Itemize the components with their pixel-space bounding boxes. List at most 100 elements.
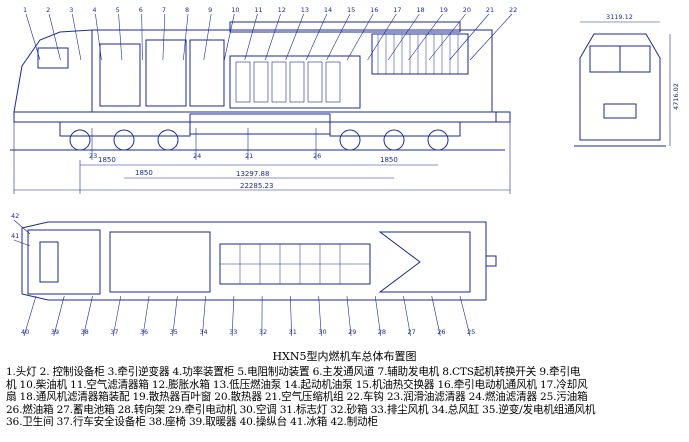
callout-leader [13,239,31,247]
callout-leader [290,295,292,337]
dim-bogie-left: 1850 [98,156,116,164]
callout-number: 13 [301,6,309,14]
callout-leader [203,13,212,61]
callout-number: 8 [185,6,189,14]
callout-leader [469,13,513,61]
callout-number: 38 [80,328,88,336]
callout-number: 28 [378,328,386,336]
plan-console [39,241,59,283]
callout-leader [53,295,65,337]
callout-number: 29 [348,328,356,336]
cab-window [37,47,69,69]
callout-number: 37 [110,328,118,336]
callout-leader [403,295,411,337]
callout-leader [183,13,189,61]
callout-number: 40 [21,328,29,336]
callout-number: 2 [46,6,50,14]
callout-number: 18 [416,6,424,14]
end-view-outline [579,33,661,141]
callout-leader [231,295,235,337]
callout-number: 22 [509,6,517,14]
control-cabinet [99,43,141,107]
dim-width: 3119.12 [606,13,633,21]
front-bogie [59,121,191,151]
callout-leader [374,295,382,337]
callout-number: 3 [69,6,73,14]
callout-leader [318,295,322,337]
wheel [69,129,91,151]
radiator-grille [371,33,469,75]
callout-number: 24 [193,152,201,160]
callout-leader [142,295,150,337]
radiator-grille-lines [377,34,459,74]
callout-number: 23 [89,152,97,160]
plan-view [21,221,497,301]
callout-leader [202,295,206,337]
dim-overall-length: 22285.23 [240,182,273,190]
callout-number: 17 [393,6,401,14]
callout-number: 15 [347,6,355,14]
fuel-tank [189,113,331,135]
engine-cylinders [235,61,341,103]
callout-number: 11 [254,6,262,14]
callout-number: 42 [11,212,19,220]
callout-number: 9 [208,6,212,14]
car-body [91,29,493,113]
callout-leader [162,13,166,61]
cab-nose-outline [13,29,93,113]
callout-leader [285,13,304,61]
callout-leader [428,13,466,61]
callout-leader [71,13,82,61]
callout-number: 26 [313,152,321,160]
callout-number: 31 [289,328,297,336]
callout-leader [25,13,41,61]
dim-height: 4716.02 [672,83,680,110]
callout-number: 39 [51,328,59,336]
callout-number: 25 [467,328,475,336]
callout-leader [346,295,352,337]
callout-number: 6 [139,6,143,14]
callout-leader [141,13,143,61]
callout-leader [459,295,471,337]
plan-equipment [109,231,211,293]
callout-number: 5 [116,6,120,14]
rear-bogie [329,121,461,151]
roof-hatches [229,21,461,33]
wheel [383,129,405,151]
callout-leader [172,295,178,337]
legend-line: 扇 18.通风机滤清器箱装配 19.散热器百叶窗 20.散热器 21.空气压缩机… [6,391,588,404]
plan-cab [27,229,101,295]
callout-number: 21 [245,152,253,160]
callout-leader [264,13,281,61]
callout-leader [449,13,490,61]
callout-number: 35 [170,328,178,336]
power-cabinet [189,39,225,107]
callout-leader [83,295,93,337]
diesel-engine-block [229,55,361,109]
callout-leader [326,13,351,61]
callout-number: 26 [437,328,445,336]
callout-number: 14 [324,6,332,14]
dimension-lines [13,120,511,194]
callout-number: 4 [92,6,96,14]
callout-leader [223,13,235,61]
callout-leader [408,13,443,61]
callout-number: 32 [259,328,267,336]
callout-leader [431,295,441,337]
plan-engine-grid [220,244,370,284]
dim-bogie-spacing: 1850 [135,169,153,177]
callout-number: 12 [278,6,286,14]
callout-number: 41 [11,232,19,240]
plan-coupler [485,255,497,267]
figure-caption: HXN5型内燃机车总体布置图 [272,350,417,363]
callout-number: 1 [23,6,27,14]
dim-bogie-right: 1850 [380,156,398,164]
callout-leader [305,13,328,61]
wheel [339,129,361,151]
callout-leader [23,295,37,337]
coupler [495,111,511,123]
